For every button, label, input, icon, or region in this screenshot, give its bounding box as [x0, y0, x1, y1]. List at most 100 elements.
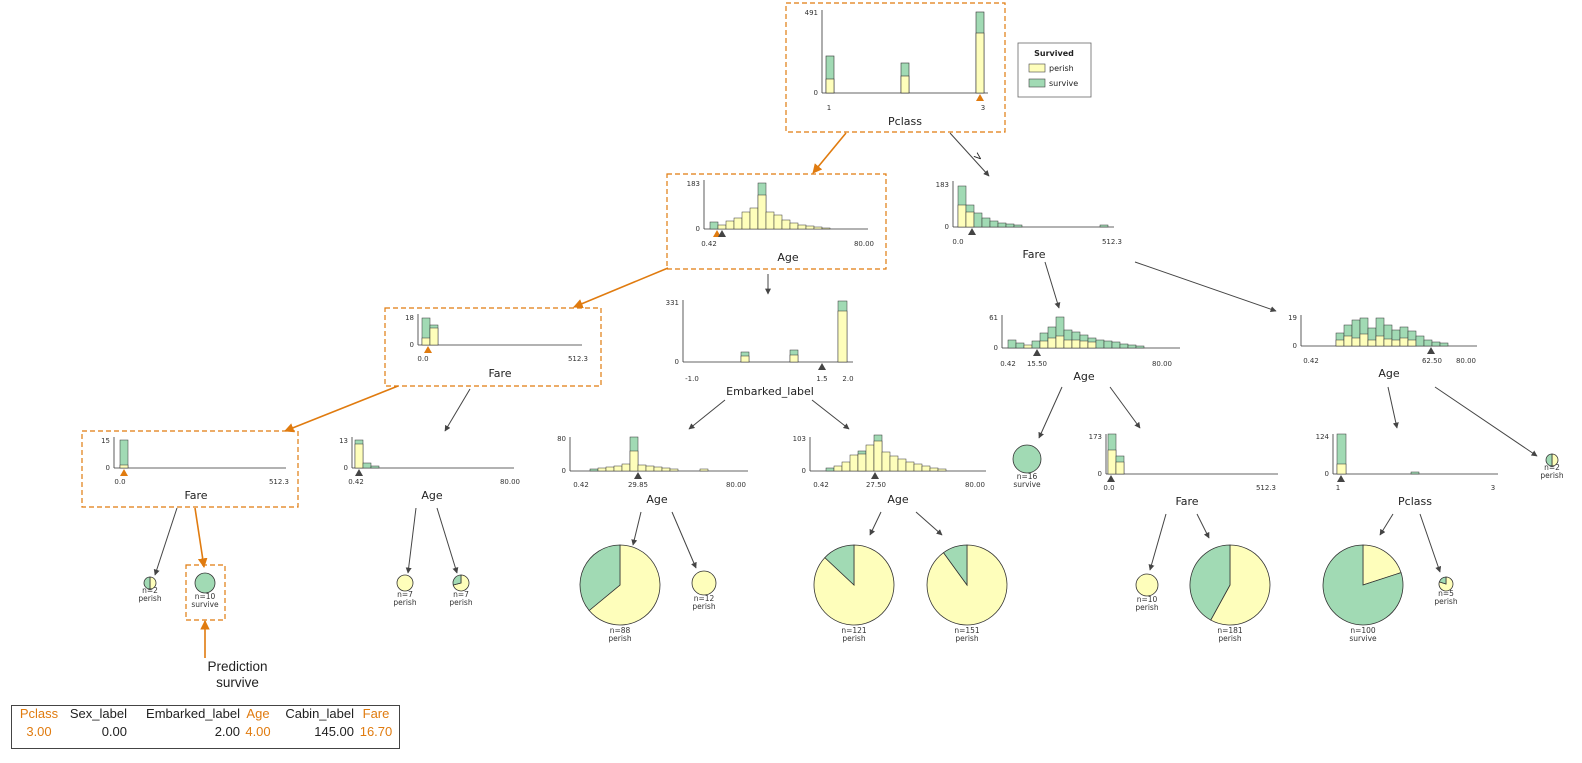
leaf-class: survive: [1013, 480, 1041, 489]
svg-text:80.00: 80.00: [1152, 360, 1172, 368]
svg-text:13: 13: [339, 437, 348, 445]
path-box-root: [785, 2, 1006, 133]
edge-fare-age2: [1134, 261, 1277, 313]
leaf-count: n=10: [195, 592, 216, 601]
edge-age6-pclass: [1387, 386, 1399, 429]
svg-text:183: 183: [936, 181, 949, 189]
leaf-pie: [1135, 573, 1159, 597]
feature-label: Age: [1073, 370, 1095, 383]
leaf-class: survive: [191, 600, 219, 609]
node-root-pclass: 491 0 1 3 Pclass: [805, 9, 988, 128]
leaf-class: perish: [449, 598, 472, 607]
split-symbol: >: [970, 149, 985, 165]
svg-text:0.0: 0.0: [417, 355, 428, 363]
svg-text:0: 0: [344, 464, 348, 472]
edge-age5-leaf: [1038, 386, 1063, 439]
edge-fare3-age8: [444, 388, 471, 432]
svg-text:3: 3: [981, 104, 985, 112]
leaf-class: perish: [842, 634, 865, 643]
leaf-pie-survive: [579, 544, 621, 612]
svg-text:80.00: 80.00: [726, 481, 746, 489]
svg-text:29.85: 29.85: [628, 481, 648, 489]
svg-text:331: 331: [666, 299, 679, 307]
leaf-pie-survive: [1322, 544, 1404, 626]
svg-text:1: 1: [827, 104, 831, 112]
feature-label: Age: [1378, 367, 1400, 380]
edge-age9-pie: [631, 511, 642, 546]
edge-age10-pie2: [915, 511, 943, 536]
leaf-pie-survive: [824, 544, 855, 586]
node-age-1: 183 0 0.42 80.00 Age: [687, 180, 874, 264]
instance-feature: Embarked_label: [146, 706, 240, 721]
instance-value: 145.00: [314, 724, 354, 739]
edge-age6-leaf: [1434, 386, 1538, 457]
svg-text:0: 0: [696, 225, 700, 233]
leaf-pie: [194, 572, 216, 594]
leaf-pie-perish: [1362, 544, 1402, 586]
feature-label: Fare: [1175, 495, 1198, 508]
svg-text:0: 0: [814, 89, 818, 97]
leaf-pie: [1012, 444, 1042, 474]
leaf-class: perish: [1434, 597, 1457, 606]
legend-swatch-survive: [1028, 78, 1046, 88]
feature-label: Fare: [488, 367, 511, 380]
leaf-class: perish: [138, 594, 161, 603]
svg-text:0.0: 0.0: [1103, 484, 1114, 492]
svg-text:1: 1: [1336, 484, 1340, 492]
instance-col: Age 4.00: [244, 706, 272, 739]
edge-age9-leaf: [671, 511, 697, 569]
edge-root-left: [812, 132, 847, 174]
edge-age8-leafb: [436, 507, 459, 574]
feature-label: Pclass: [1398, 495, 1432, 508]
edge-age5-fare11: [1109, 386, 1141, 429]
node-fare-7: 15 0 0.0 512.3 Fare: [101, 437, 289, 502]
svg-text:124: 124: [1316, 433, 1330, 441]
node-age-8: 13 0 0.42 80.00 Age: [339, 437, 520, 502]
edge-fare7-leafb: [194, 507, 208, 568]
svg-text:0.0: 0.0: [952, 238, 963, 246]
svg-text:0.42: 0.42: [701, 240, 717, 248]
svg-text:512.3: 512.3: [269, 478, 289, 486]
edge-fare3-fare7: [284, 385, 399, 433]
node-fare-3: 18 0 0.0 512.3 Fare: [405, 314, 588, 380]
instance-col: Embarked_label 2.00: [130, 706, 240, 739]
node-age-9: 80 0 0.42 29.85 80.00 Age: [557, 435, 748, 506]
feature-label: Pclass: [888, 115, 922, 128]
svg-text:0.42: 0.42: [1303, 357, 1319, 365]
instance-value: 2.00: [214, 724, 240, 739]
leaf-class: perish: [1540, 471, 1563, 480]
svg-text:2.0: 2.0: [842, 375, 853, 383]
svg-text:512.3: 512.3: [568, 355, 588, 363]
svg-text:0: 0: [945, 223, 949, 231]
leaf-count: n=7: [453, 590, 469, 599]
feature-label: Fare: [1022, 248, 1045, 261]
instance-feature: Pclass: [19, 706, 59, 721]
node-age-10: 103 0 0.42 27.50 80.00 Age: [793, 434, 986, 506]
svg-text:80: 80: [557, 435, 566, 443]
svg-text:491: 491: [805, 9, 818, 17]
legend: Survived perish survive: [1017, 42, 1092, 98]
svg-text:19: 19: [1288, 314, 1297, 322]
instance-col: Pclass 3.00: [16, 706, 62, 739]
svg-text:3: 3: [1491, 484, 1495, 492]
svg-text:80.00: 80.00: [1456, 357, 1476, 365]
leaf-class: perish: [1218, 634, 1241, 643]
edge-age10-pie1: [869, 511, 882, 536]
leaf-class: perish: [955, 634, 978, 643]
leaf-pie-perish: [1551, 453, 1559, 467]
svg-text:27.50: 27.50: [866, 481, 886, 489]
node-age-5: 61 0 0.42 15.50 80.00 Age: [989, 314, 1180, 383]
node-pclass-12: 124 0 1 3 Pclass: [1316, 433, 1498, 508]
leaf-pie-survive: [1438, 576, 1447, 585]
edge-pclass-pie: [1379, 513, 1394, 536]
leaf-pie-survive: [452, 574, 462, 586]
svg-text:0.42: 0.42: [348, 478, 364, 486]
svg-text:80.00: 80.00: [965, 481, 985, 489]
leaf-pie-perish: [588, 544, 661, 626]
